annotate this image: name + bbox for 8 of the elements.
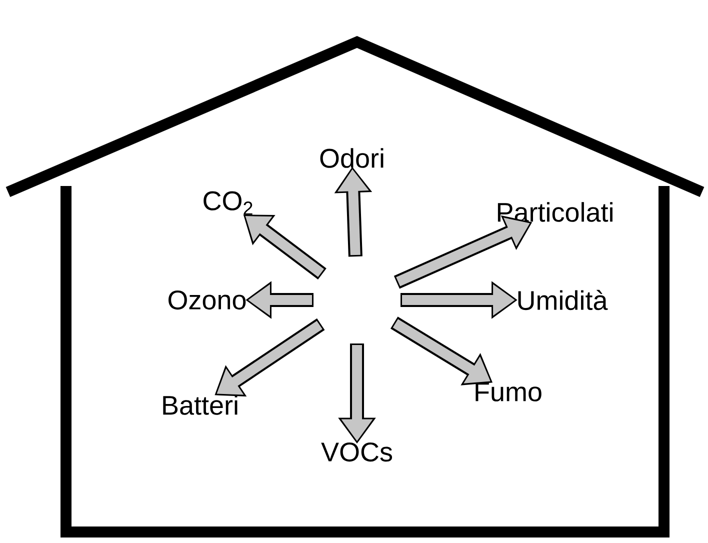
pollutant-label: Ozono: [168, 290, 246, 310]
pollutant-label: Particolati: [498, 202, 612, 222]
pollutant-label: Odori: [320, 148, 384, 168]
pollutant-label: VOCs: [321, 442, 392, 462]
pollutant-label: Umidità: [518, 290, 608, 310]
pollutant-label: Batteri: [163, 395, 238, 415]
pollutant-label: CO$_{2}$: [204, 191, 252, 215]
pollutant-label: Fumo: [476, 382, 542, 402]
